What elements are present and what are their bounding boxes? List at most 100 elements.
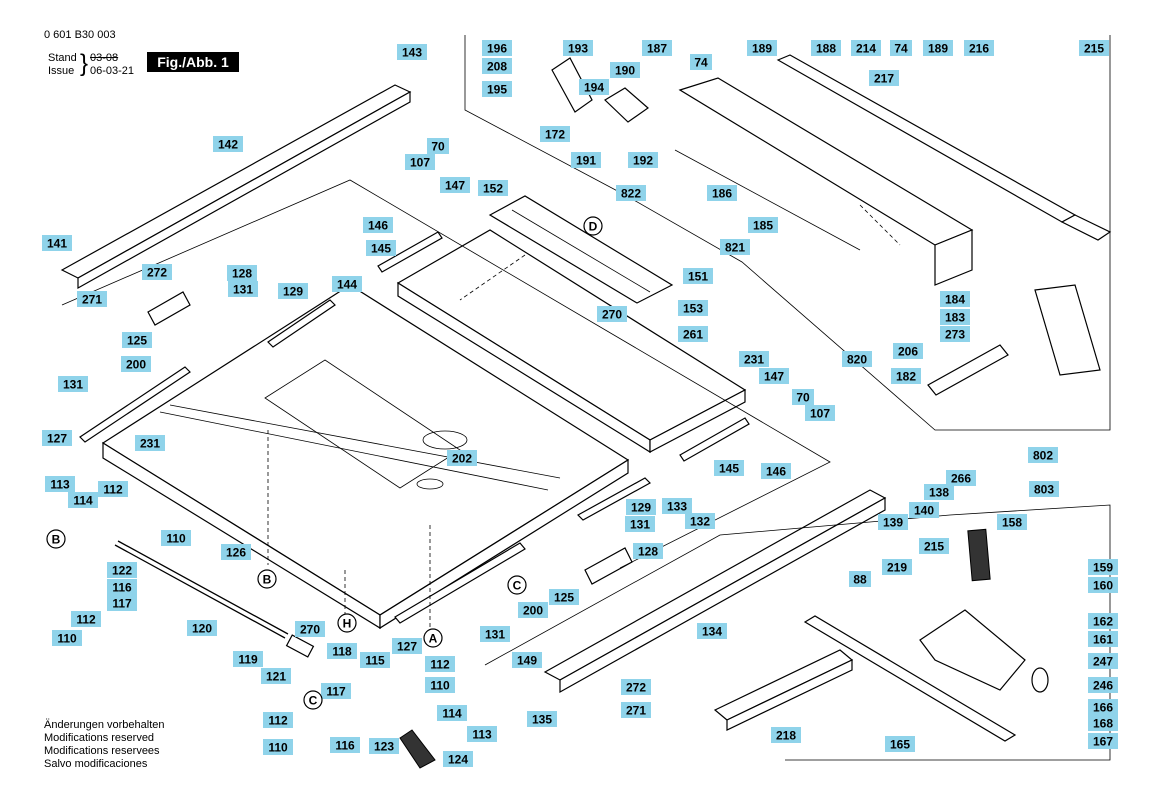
part-label-box xyxy=(227,265,257,281)
part-label-box xyxy=(626,499,656,515)
part-label-820: 820 xyxy=(842,351,872,367)
part-label-text: 146 xyxy=(766,465,786,479)
part-label-text: 149 xyxy=(517,654,537,668)
part-label-271: 271 xyxy=(77,291,107,307)
part-label-text: 270 xyxy=(602,308,622,322)
part-label-text: 112 xyxy=(430,658,450,672)
part-label-145: 145 xyxy=(714,460,744,476)
part-label-text: 803 xyxy=(1034,483,1054,497)
part-label-113: 113 xyxy=(45,476,75,492)
part-label-text: 131 xyxy=(233,283,253,297)
part-label-box xyxy=(1088,733,1118,749)
callout-C: C xyxy=(303,690,323,710)
callout-circle xyxy=(303,690,323,710)
part-label-text: 231 xyxy=(744,353,764,367)
part-label-text: 261 xyxy=(683,328,703,342)
part-label-text: 114 xyxy=(73,494,93,508)
part-label-box xyxy=(98,481,128,497)
part-label-117: 117 xyxy=(107,595,137,611)
callout-H: H xyxy=(337,613,357,633)
part-label-text: 158 xyxy=(1002,516,1022,530)
part-label-box xyxy=(366,240,396,256)
part-label-246: 246 xyxy=(1088,677,1118,693)
part-label-text: 134 xyxy=(702,625,722,639)
part-label-text: 135 xyxy=(532,713,552,727)
part-label-107: 107 xyxy=(405,154,435,170)
part-label-box xyxy=(678,300,708,316)
part-label-182: 182 xyxy=(891,368,921,384)
part-label-215: 215 xyxy=(919,538,949,554)
part-label-185: 185 xyxy=(748,217,778,233)
part-label-text: 74 xyxy=(894,42,908,56)
part-label-208: 208 xyxy=(482,58,512,74)
part-label-215: 215 xyxy=(1079,40,1109,56)
callout-circle xyxy=(583,216,603,236)
part-label-116: 116 xyxy=(330,737,360,753)
part-label-231: 231 xyxy=(739,351,769,367)
part-label-139: 139 xyxy=(878,514,908,530)
part-label-text: 118 xyxy=(332,645,352,659)
bracket-128-left xyxy=(147,291,191,326)
stand-date: 03-08 xyxy=(90,52,119,64)
part-label-822: 822 xyxy=(616,185,646,201)
rail-129-right xyxy=(577,477,651,521)
part-label-box xyxy=(997,514,1027,530)
part-label-box xyxy=(739,351,769,367)
part-label-text: 186 xyxy=(712,187,732,201)
part-label-text: 119 xyxy=(238,653,258,667)
part-label-191: 191 xyxy=(571,152,601,168)
part-label-box xyxy=(842,351,872,367)
part-label-box xyxy=(878,514,908,530)
part-label-box xyxy=(1029,481,1059,497)
stand-label: Stand xyxy=(48,52,77,64)
part-label-text: 272 xyxy=(626,681,646,695)
part-label-text: 161 xyxy=(1093,633,1113,647)
part-label-text: 133 xyxy=(667,500,687,514)
part-label-text: 206 xyxy=(898,345,918,359)
part-label-273: 273 xyxy=(940,326,970,342)
part-label-186: 186 xyxy=(707,185,737,201)
callout-A: A xyxy=(423,628,443,648)
part-label-box xyxy=(142,264,172,280)
part-label-box xyxy=(45,476,75,492)
part-label-box xyxy=(213,136,243,152)
part-label-141: 141 xyxy=(42,235,72,251)
part-label-text: 131 xyxy=(630,518,650,532)
part-label-272: 272 xyxy=(142,264,172,280)
part-label-214: 214 xyxy=(851,40,881,56)
part-label-box xyxy=(321,683,351,699)
part-label-box xyxy=(563,40,593,56)
part-label-text: 218 xyxy=(776,729,796,743)
part-label-text: 270 xyxy=(300,623,320,637)
part-label-text: 113 xyxy=(50,478,70,492)
part-label-70: 70 xyxy=(427,138,449,154)
part-label-202: 202 xyxy=(447,450,477,466)
part-label-text: 822 xyxy=(621,187,641,201)
part-label-text: 185 xyxy=(753,219,773,233)
part-label-box xyxy=(263,712,293,728)
part-label-129: 129 xyxy=(278,283,308,299)
part-label-box xyxy=(482,81,512,97)
part-label-text: 271 xyxy=(82,293,102,307)
part-label-box xyxy=(714,460,744,476)
part-label-text: 124 xyxy=(448,753,468,767)
part-label-text: 110 xyxy=(57,632,77,646)
part-label-box xyxy=(482,58,512,74)
part-label-box xyxy=(940,326,970,342)
part-label-text: 166 xyxy=(1093,701,1113,715)
part-label-125: 125 xyxy=(122,332,152,348)
part-label-text: 272 xyxy=(147,266,167,280)
part-label-text: 141 xyxy=(47,237,67,251)
part-label-117: 117 xyxy=(321,683,351,699)
part-label-text: 820 xyxy=(847,353,867,367)
part-label-text: 187 xyxy=(647,42,667,56)
part-label-box xyxy=(1088,559,1118,575)
note-es: Salvo modificaciones xyxy=(44,758,148,770)
part-label-text: 266 xyxy=(951,472,971,486)
part-label-text: 115 xyxy=(365,654,385,668)
part-label-box xyxy=(77,291,107,307)
part-label-text: 189 xyxy=(928,42,948,56)
part-label-text: 152 xyxy=(483,182,503,196)
bracket-145-rear xyxy=(377,231,443,273)
part-label-box xyxy=(642,40,672,56)
